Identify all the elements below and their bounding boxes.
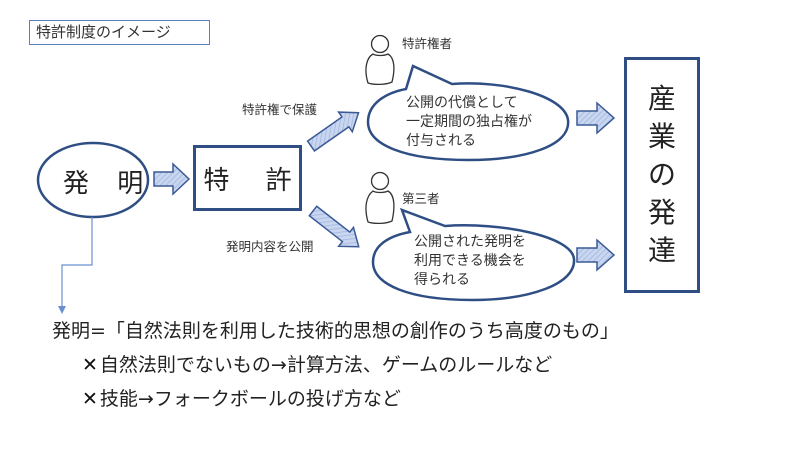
- arrow-protect: [306, 111, 360, 152]
- bubble-line: 付与される: [406, 133, 476, 149]
- arrow-publish: [308, 205, 360, 248]
- patent-label: 特 許: [203, 165, 306, 196]
- exclusion-item: ✕技能→フォークボールの投げ方など: [82, 384, 401, 411]
- patent-holder-label: 特許権者: [402, 36, 453, 51]
- publish-label: 発明内容を公開: [226, 239, 314, 254]
- invention-label: 発 明: [63, 169, 154, 199]
- industry-char: の: [647, 158, 676, 191]
- bubble-line: 公開された発明を: [414, 234, 526, 250]
- bubble-line: 公開の代償として: [406, 95, 518, 111]
- exclusion-text: 技能→フォークボールの投げ方など: [99, 388, 401, 410]
- industry-char: 発: [647, 196, 676, 229]
- bubble-line: 利用できる機会を: [414, 253, 526, 269]
- bubble-line: 一定期間の独占権が: [406, 114, 532, 130]
- person-icon-third-party: [365, 171, 395, 225]
- exclusion-item: ✕自然法則でないもの→計算方法、ゲームのルールなど: [82, 350, 552, 377]
- diagram-title: 特許制度のイメージ: [29, 20, 210, 45]
- speech-bubble-third-party: [371, 207, 576, 302]
- industry-char: 達: [647, 234, 676, 267]
- person-icon-patent-holder: [365, 34, 395, 86]
- cross-icon: ✕: [82, 354, 98, 376]
- arrow-holder-to-industry: [576, 101, 616, 135]
- patent-box: 特 許: [193, 145, 302, 211]
- industry-char: 業: [647, 120, 676, 153]
- third-party-bubble-text: 公開された発明を 利用できる機会を 得られる: [414, 233, 526, 290]
- definition-connector: [61, 217, 93, 312]
- third-party-label: 第三者: [402, 191, 440, 206]
- invention-ellipse: [36, 141, 150, 219]
- exclusion-text: 自然法則でないもの→計算方法、ゲームのルールなど: [99, 354, 553, 376]
- speech-bubble-holder: [366, 64, 570, 162]
- industry-char: 産: [647, 82, 676, 115]
- bubble-line: 得られる: [414, 272, 470, 288]
- connector-arrowhead: [58, 306, 66, 314]
- arrow-third-party-to-industry: [576, 238, 616, 272]
- cross-icon: ✕: [82, 388, 98, 410]
- invention-definition: 発明=「自然法則を利用した技術的思想の創作のうち高度のもの」: [52, 320, 619, 342]
- holder-bubble-text: 公開の代償として 一定期間の独占権が 付与される: [406, 94, 532, 151]
- industry-box: 産 業 の 発 達: [624, 57, 700, 293]
- arrow-invention-to-patent: [153, 162, 191, 196]
- protect-label: 特許権で保護: [242, 102, 318, 117]
